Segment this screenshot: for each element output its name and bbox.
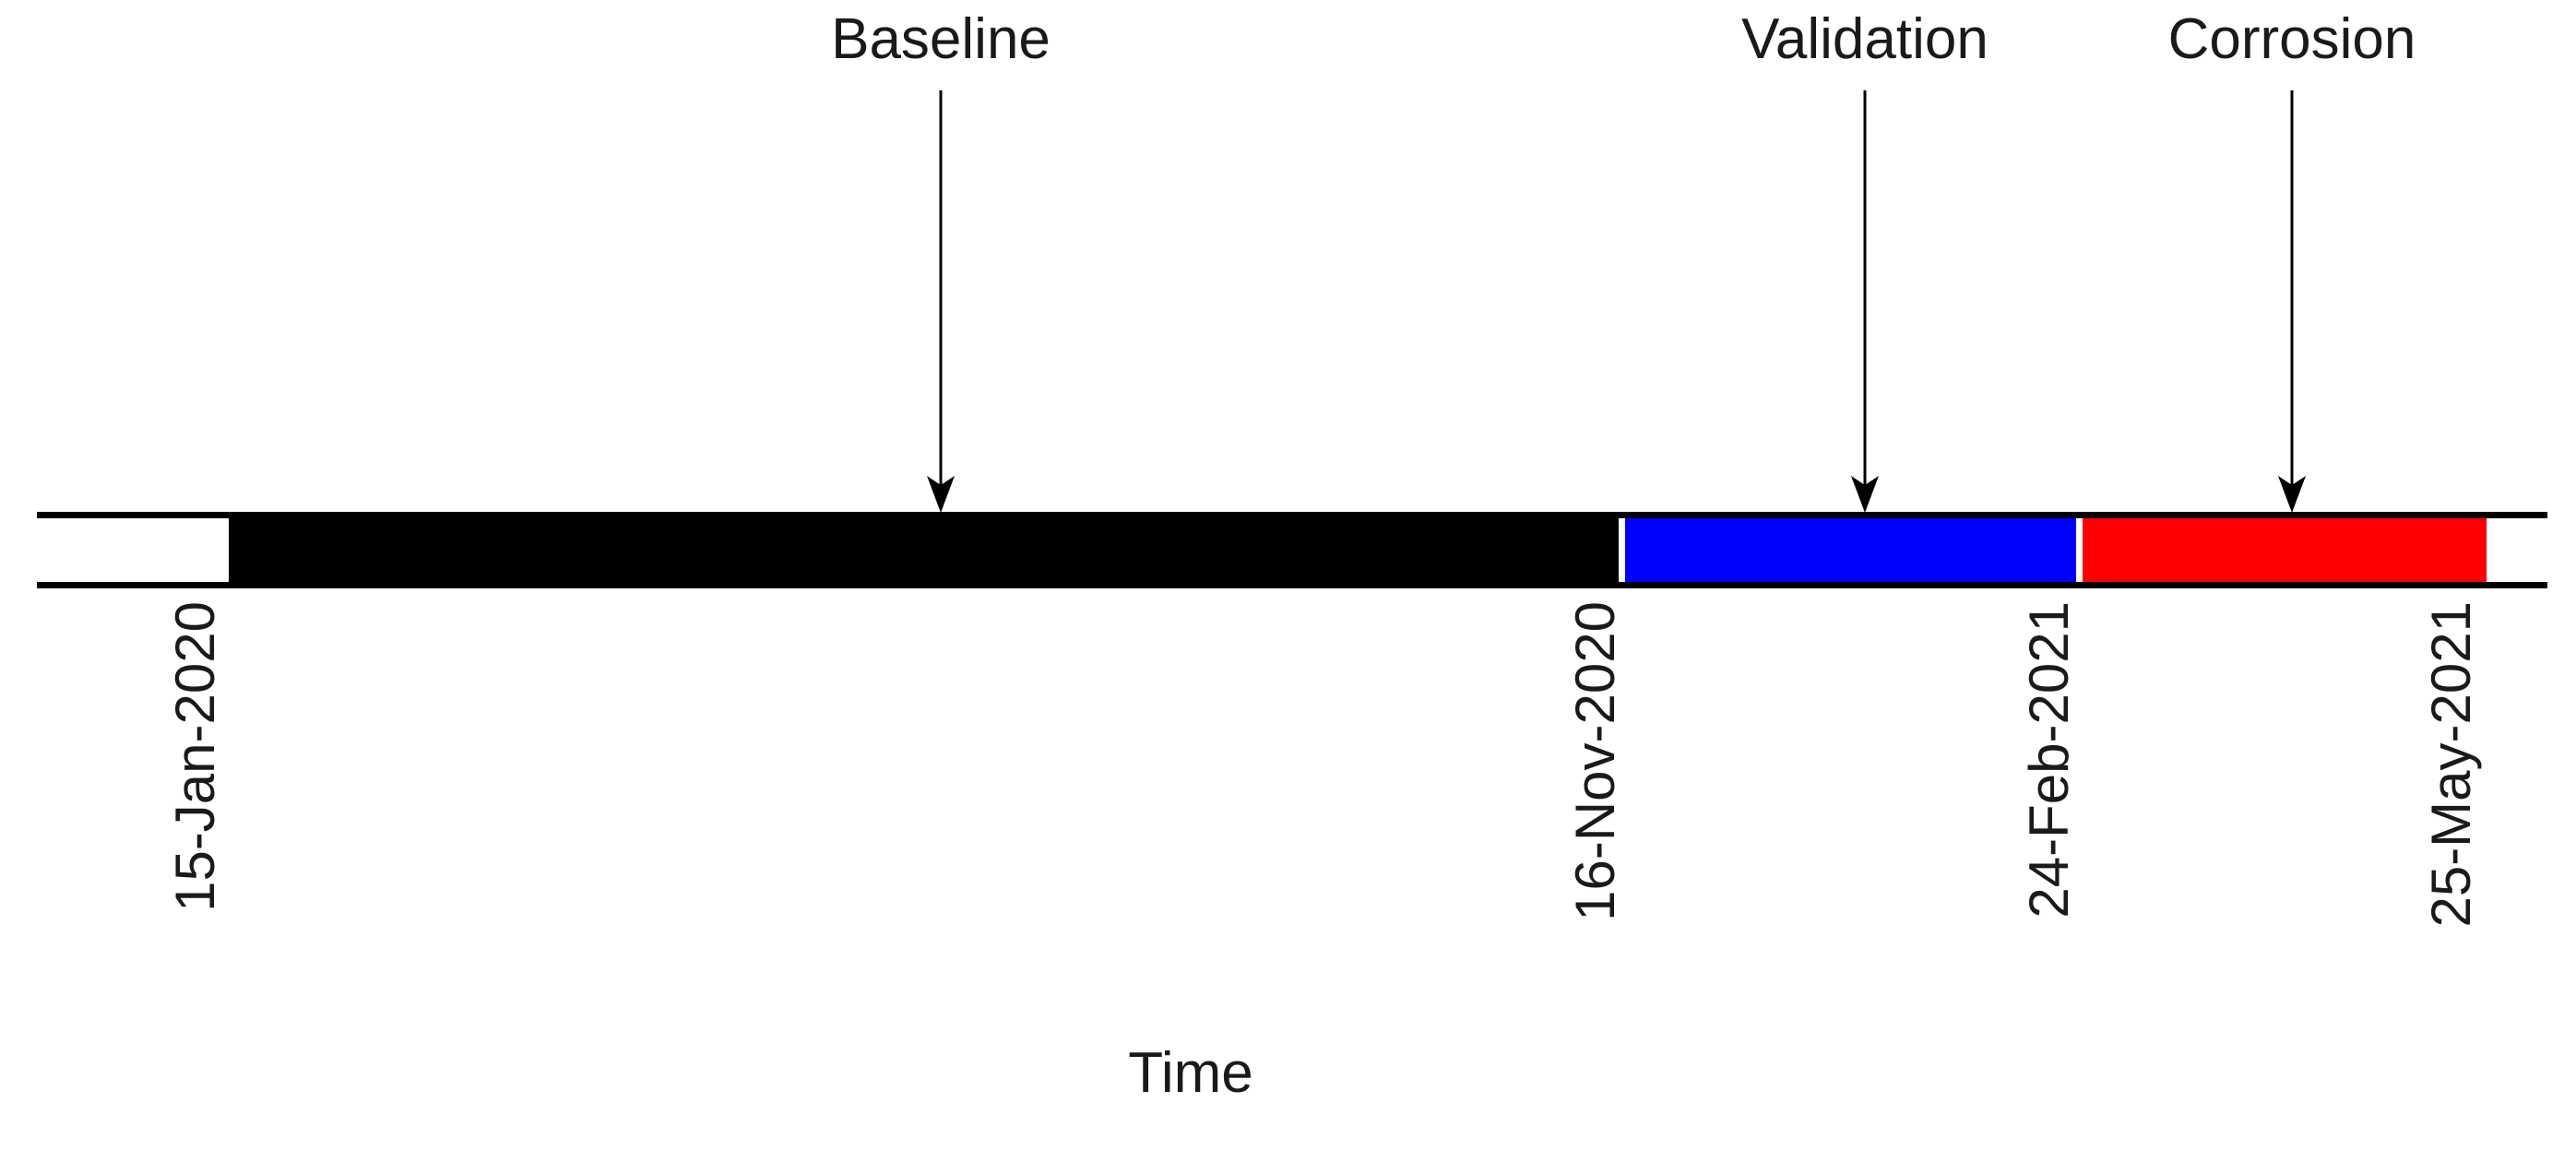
date-tick-2: 24-Feb-2021 (2018, 601, 2080, 919)
annotation-arrow-validation (1851, 90, 1879, 513)
annotation-baseline: Baseline (775, 0, 1107, 516)
annotation-arrow-baseline (927, 90, 955, 513)
date-tick-3: 25-May-2021 (2420, 601, 2482, 928)
annotation-validation: Validation (1699, 0, 2031, 516)
date-tick-label: 25-May-2021 (2420, 601, 2482, 928)
timeline-segment-baseline[interactable] (229, 518, 1619, 582)
x-axis-title: Time (1128, 1041, 1253, 1105)
date-tick-1: 16-Nov-2020 (1564, 601, 1626, 921)
annotation-label-validation: Validation (1741, 7, 1988, 71)
annotation-arrow-corrosion (2278, 90, 2306, 513)
date-tick-label: 15-Jan-2020 (164, 601, 226, 912)
axis-rail-top (37, 512, 2547, 518)
axis-rail-bottom (37, 582, 2547, 588)
date-tick-0: 15-Jan-2020 (164, 601, 226, 912)
annotation-label-baseline: Baseline (831, 7, 1051, 71)
annotation-label-corrosion: Corrosion (2167, 7, 2416, 71)
date-tick-label: 16-Nov-2020 (1564, 601, 1626, 921)
annotation-corrosion: Corrosion (2126, 0, 2458, 516)
timeline-segment-corrosion[interactable] (2083, 518, 2487, 582)
timeline-segment-validation[interactable] (1625, 518, 2076, 582)
date-tick-label: 24-Feb-2021 (2018, 601, 2080, 919)
